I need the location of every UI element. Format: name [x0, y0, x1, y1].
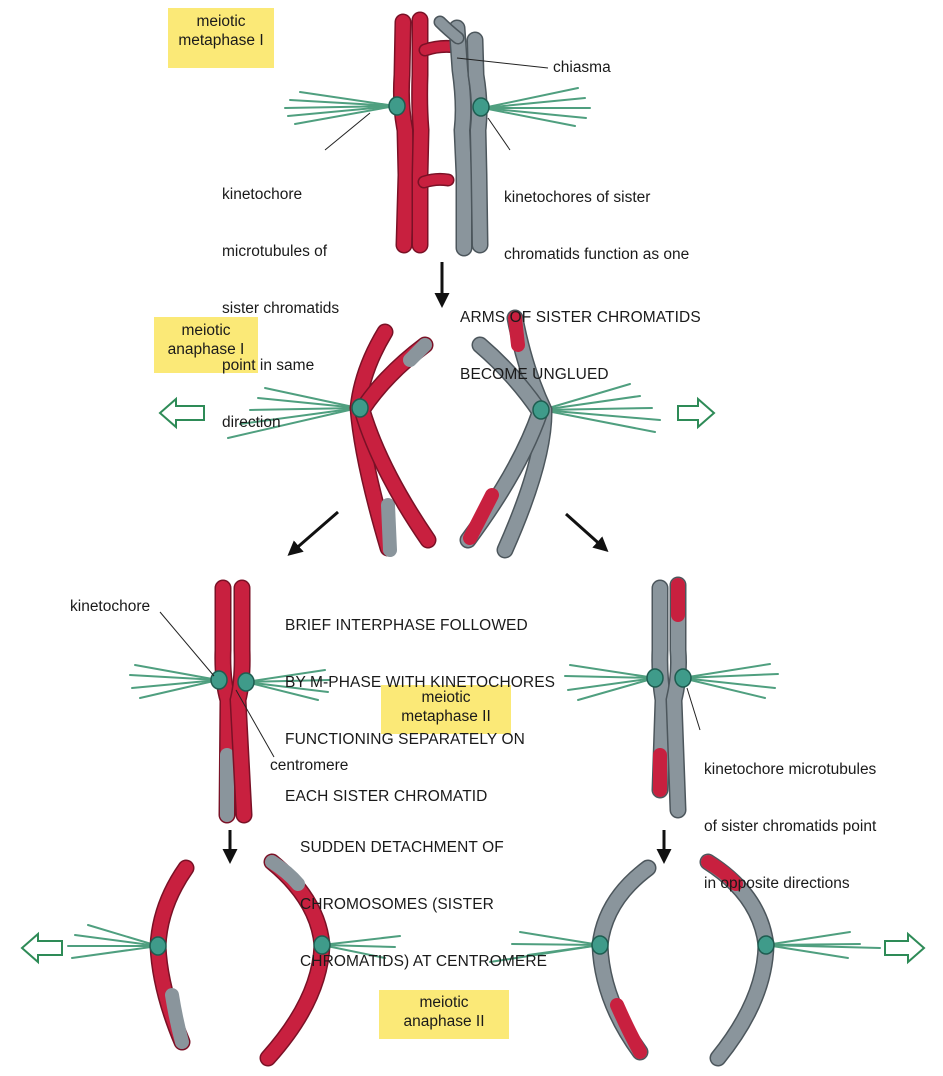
- kinetochore-label: kinetochore: [70, 597, 150, 616]
- kinetochore-leader: [160, 612, 214, 676]
- stage-label-metaphase-1: meiotic metaphase I: [168, 8, 274, 68]
- label-line: sister chromatids: [222, 299, 339, 318]
- chiasma-label: chiasma: [553, 58, 611, 77]
- label-line: kinetochores of sister: [504, 188, 689, 207]
- kt-opposite-leader: [687, 688, 700, 730]
- centromere-label: centromere: [270, 756, 348, 775]
- label-line: CHROMATIDS) AT CENTROMERE: [300, 952, 547, 971]
- step-interphase-label: BRIEF INTERPHASE FOLLOWED BY M-PHASE WIT…: [285, 578, 555, 825]
- paternal-homolog-m1: [440, 22, 480, 248]
- kinetochore-a2-4: [758, 936, 774, 954]
- label-line: BY M-PHASE WITH KINETOCHORES: [285, 673, 555, 692]
- label-line: microtubules of: [222, 242, 339, 261]
- kinetochores-function-as-one-label: kinetochores of sister chromatids functi…: [504, 150, 689, 283]
- kt-same-leader: [325, 113, 370, 150]
- pole-arrow-right-a2: [885, 934, 924, 962]
- microtubules-m2-right-east: [682, 664, 778, 698]
- kinetochore-m2-left-a: [211, 671, 227, 689]
- pole-arrow-left-a1: [160, 399, 204, 427]
- kinetochore-a1-right: [533, 401, 549, 419]
- kinetochore-a2-1: [150, 937, 166, 955]
- label-line: kinetochore microtubules: [704, 760, 876, 779]
- maternal-chromosome-a1: [358, 332, 428, 550]
- kinetochore-same-direction-label: kinetochore microtubules of sister chrom…: [222, 147, 339, 451]
- label-line: chromatids function as one: [504, 245, 689, 264]
- microtubules-a2-1: [68, 925, 158, 958]
- label-line: direction: [222, 413, 339, 432]
- label-line: FUNCTIONING SEPARATELY ON: [285, 730, 555, 749]
- stage-label-line: meiotic: [168, 12, 274, 31]
- kinetochore-a1-left: [352, 399, 368, 417]
- label-line: kinetochore: [222, 185, 339, 204]
- kinetochore-a2-3: [592, 936, 608, 954]
- label-line: point in same: [222, 356, 339, 375]
- kt-one-leader: [488, 118, 510, 150]
- label-line: BRIEF INTERPHASE FOLLOWED: [285, 616, 555, 635]
- microtubules-m2-left-west: [130, 665, 218, 698]
- label-line: CHROMOSOMES (SISTER: [300, 895, 547, 914]
- microtubules-left-m1: [285, 92, 395, 124]
- microtubules-right-m1: [483, 88, 590, 126]
- microtubules-m2-right-west: [565, 665, 655, 700]
- kinetochore-m1-left: [389, 97, 405, 115]
- pole-arrow-right-a1: [678, 399, 714, 427]
- label-line: SUDDEN DETACHMENT OF: [300, 838, 547, 857]
- kinetochore-m2-right-b: [675, 669, 691, 687]
- label-line: in opposite directions: [704, 874, 876, 893]
- microtubules-a2-4: [766, 932, 880, 958]
- kinetochore-m2-left-b: [238, 673, 254, 691]
- arrow-to-metaphase-2-left: [292, 512, 338, 552]
- pole-arrow-left-a2: [22, 934, 62, 962]
- arrow-to-metaphase-2-right: [566, 514, 604, 548]
- kinetochore-m2-right-a: [647, 669, 663, 687]
- label-line: BECOME UNGLUED: [460, 365, 701, 384]
- kinetochore-m1-right: [473, 98, 489, 116]
- stage-label-line: anaphase II: [379, 1012, 509, 1031]
- kinetochore-opposite-label: kinetochore microtubules of sister chrom…: [704, 722, 876, 912]
- maternal-homolog-m1: [401, 20, 455, 245]
- label-line: ARMS OF SISTER CHROMATIDS: [460, 308, 701, 327]
- stage-label-line: meiotic: [379, 993, 509, 1012]
- stage-label-line: metaphase I: [168, 31, 274, 50]
- stage-label-anaphase-2: meiotic anaphase II: [379, 990, 509, 1039]
- label-line: of sister chromatids point: [704, 817, 876, 836]
- step-detachment-label: SUDDEN DETACHMENT OF CHROMOSOMES (SISTER…: [300, 800, 547, 990]
- step-unglued-label: ARMS OF SISTER CHROMATIDS BECOME UNGLUED: [460, 270, 701, 403]
